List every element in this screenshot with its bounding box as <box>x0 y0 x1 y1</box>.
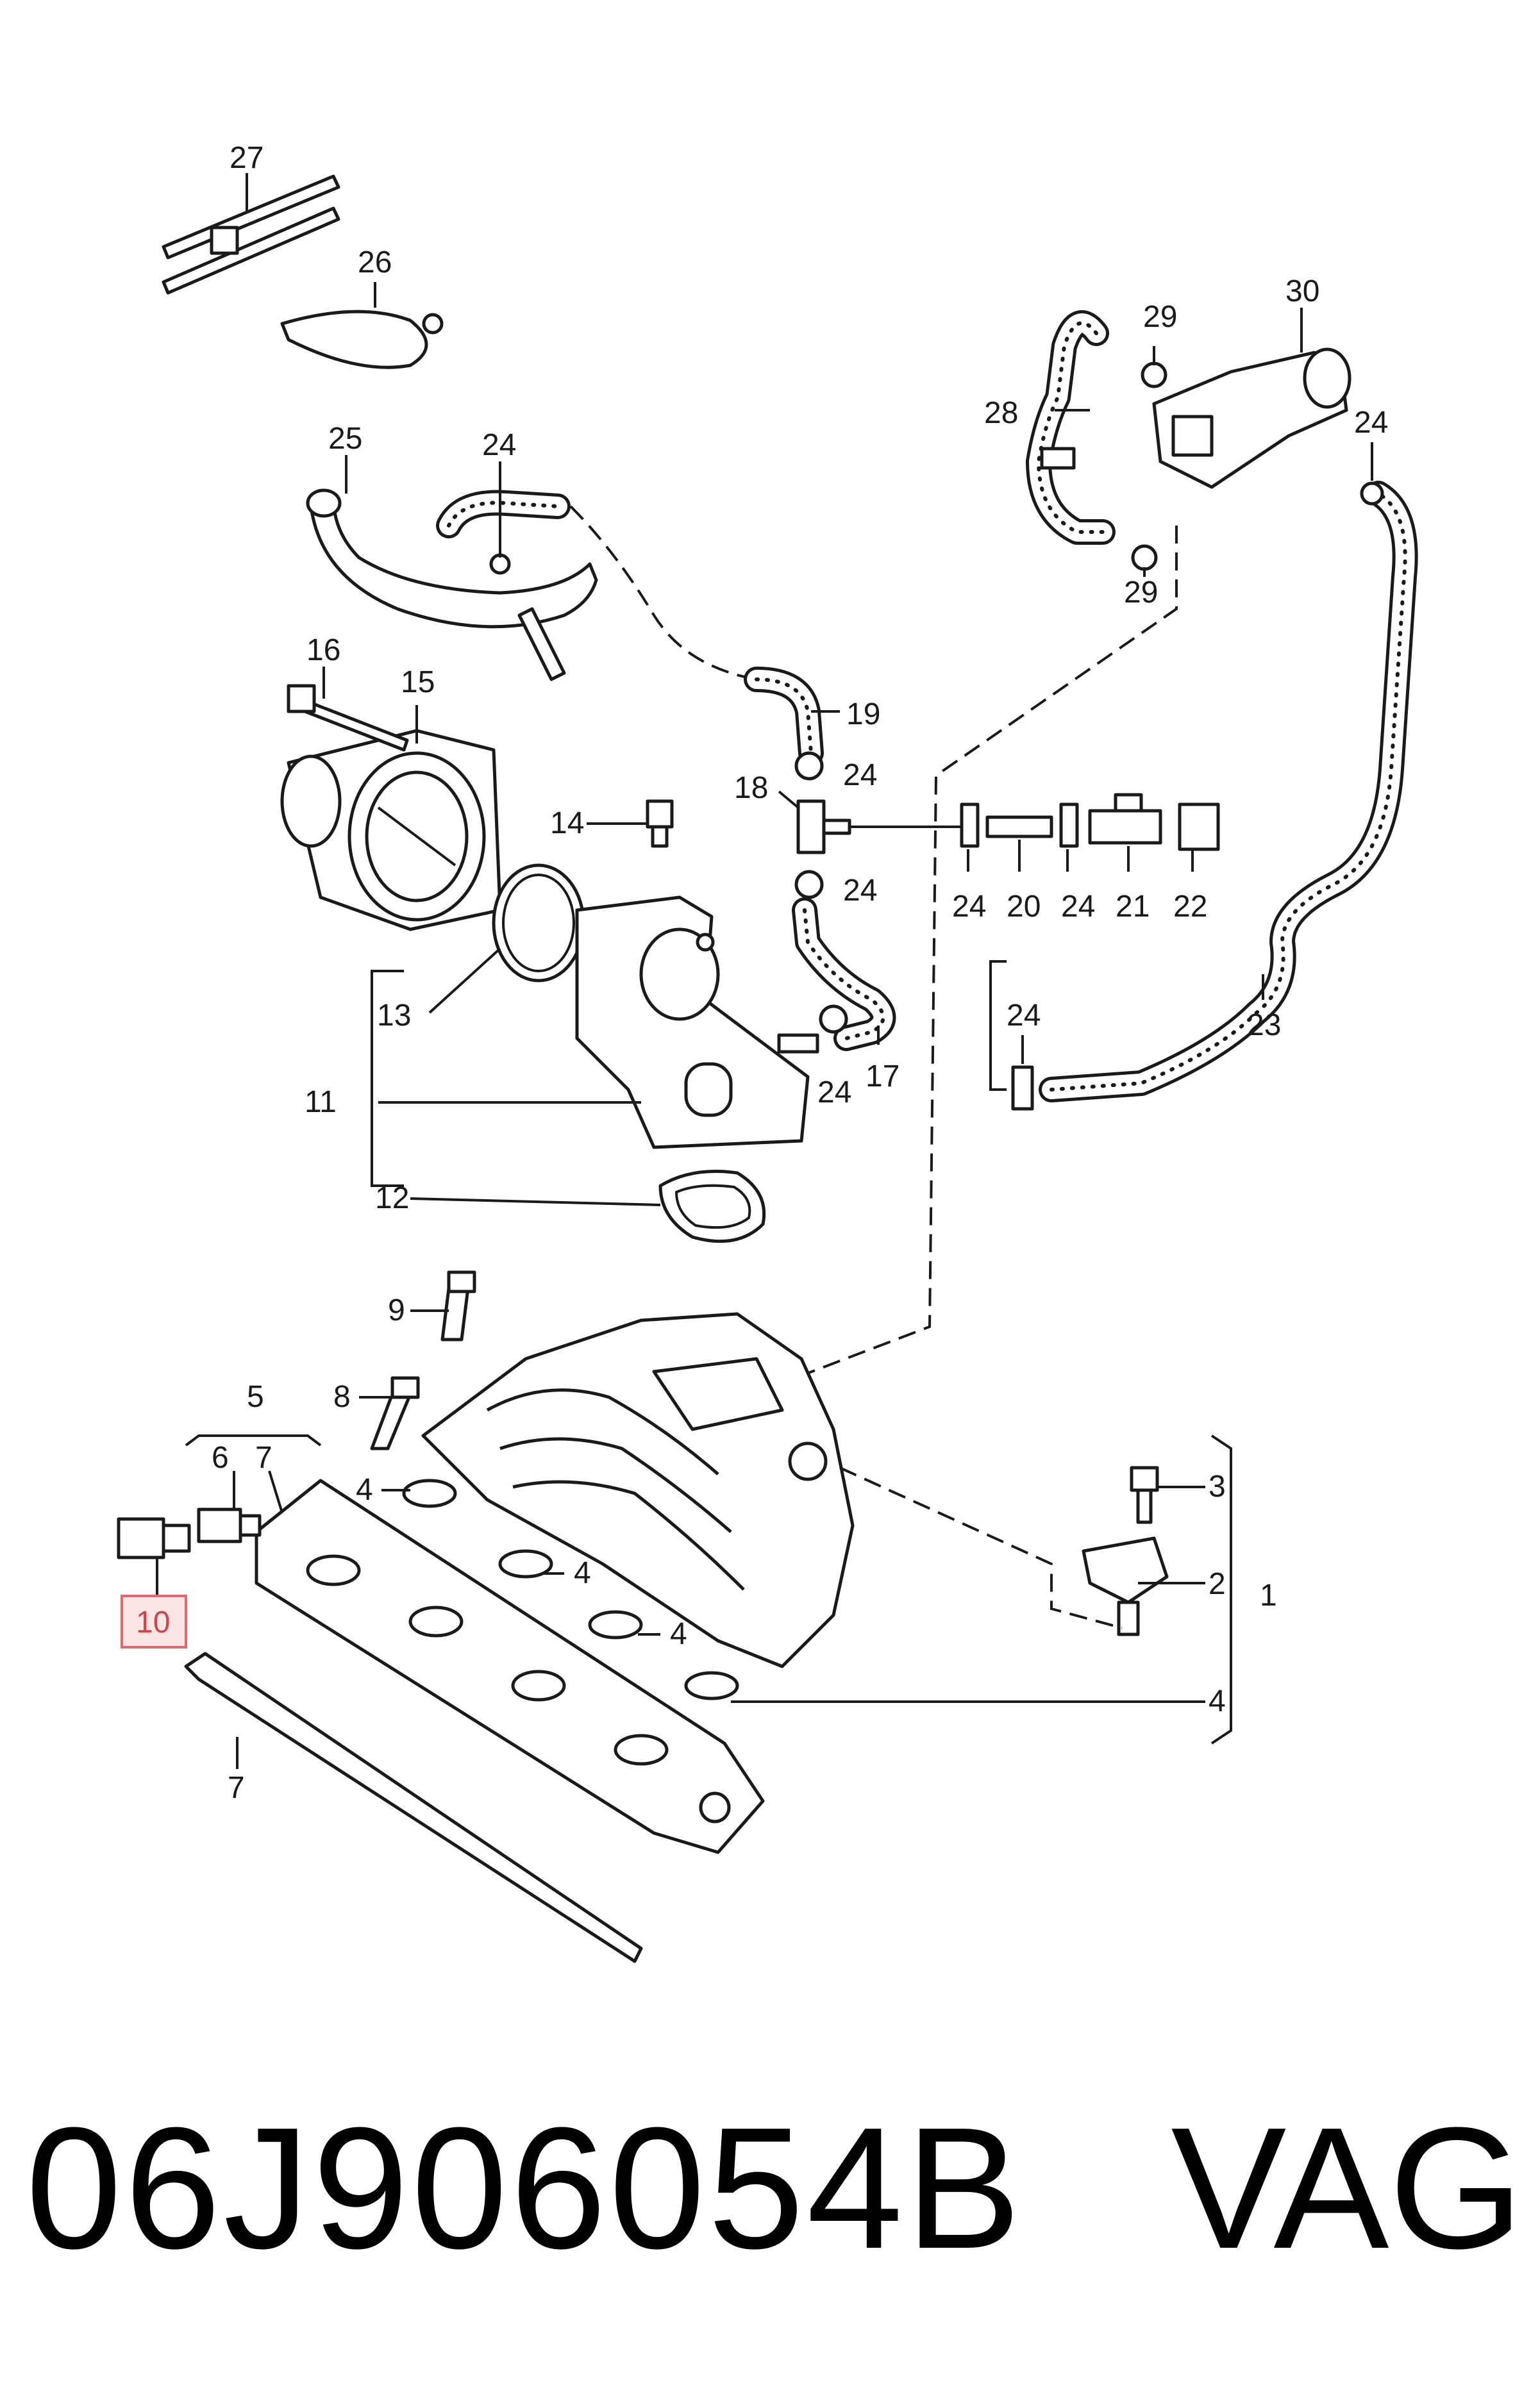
callout-labels: 27 26 25 24 16 15 14 13 11 12 19 24 18 2… <box>136 141 1388 1805</box>
callout-18: 18 <box>734 771 768 805</box>
flange-plate <box>255 1479 765 1854</box>
hose-20 <box>985 815 1053 838</box>
hose-top-24 <box>436 490 571 575</box>
part-number: 06J906054B <box>26 2092 1024 2285</box>
callout-30: 30 <box>1285 274 1319 308</box>
cap-22 <box>1178 802 1220 851</box>
gasket-12 <box>658 1170 766 1243</box>
callout-28: 28 <box>984 396 1018 430</box>
callout-4-d: 4 <box>1209 1684 1226 1718</box>
callout-5: 5 <box>247 1380 264 1414</box>
callout-24-d: 24 <box>817 1075 851 1109</box>
leader-lines <box>156 173 1373 1769</box>
sensor-10 <box>117 1517 191 1559</box>
hose-17 <box>777 897 896 1054</box>
callout-14: 14 <box>550 806 584 840</box>
callout-24-g: 24 <box>1007 999 1041 1033</box>
callout-6: 6 <box>212 1441 229 1475</box>
callout-2: 2 <box>1209 1567 1226 1601</box>
air-pipe-25 <box>306 488 598 681</box>
connector-24-row1 <box>960 802 980 848</box>
throttle-body-15 <box>280 729 502 931</box>
gaskets-4 <box>402 1479 739 1700</box>
callout-24-b: 24 <box>843 758 877 792</box>
callout-29-bottom: 29 <box>1124 576 1158 610</box>
callout-15: 15 <box>401 665 435 699</box>
callout-11: 11 <box>305 1085 337 1119</box>
hose-19 <box>744 667 824 766</box>
hose-28 <box>1026 310 1116 545</box>
callout-3: 3 <box>1209 1470 1226 1504</box>
bolt-9 <box>440 1270 476 1341</box>
callout-24-c: 24 <box>843 874 877 908</box>
clamp-26 <box>280 310 444 369</box>
bolt-14 <box>646 799 674 848</box>
connector-24-row2 <box>1059 802 1079 848</box>
highlight-box-10 <box>121 1595 187 1648</box>
callout-24-f: 24 <box>1061 890 1095 924</box>
footer: 06J906054B VAG <box>26 2083 1524 2295</box>
callout-25: 25 <box>328 422 362 456</box>
callout-4-c: 4 <box>670 1617 687 1651</box>
callout-17: 17 <box>866 1059 899 1093</box>
sensor-6 <box>197 1507 262 1543</box>
callout-20: 20 <box>1007 890 1041 924</box>
callout-23: 23 <box>1247 1008 1281 1042</box>
sensor-2 <box>1082 1536 1169 1636</box>
o-ring-13 <box>492 863 585 983</box>
callout-10: 10 <box>136 1606 170 1640</box>
clips-29 <box>1131 361 1167 571</box>
callout-1: 1 <box>1260 1579 1277 1613</box>
gasket-strip-7 <box>184 1652 643 1963</box>
valve-21 <box>1088 793 1162 845</box>
callout-12: 12 <box>375 1181 409 1215</box>
callout-21: 21 <box>1116 890 1150 924</box>
callout-4-b: 4 <box>574 1556 591 1590</box>
valve-30 <box>1152 347 1351 489</box>
clips-24-center <box>794 751 848 1034</box>
callout-22: 22 <box>1173 890 1207 924</box>
callout-7-bottom: 7 <box>228 1771 245 1805</box>
bolt-3 <box>1130 1466 1159 1524</box>
bolt-8 <box>370 1376 420 1450</box>
callout-8: 8 <box>333 1380 351 1414</box>
callout-4-a: 4 <box>356 1473 373 1507</box>
brand-name: VAG <box>1171 2092 1524 2285</box>
callout-24-h: 24 <box>1354 406 1388 440</box>
callout-29-top: 29 <box>1143 300 1177 334</box>
bolt-16 <box>287 684 409 752</box>
intake-elbow-11 <box>575 895 810 1149</box>
callout-24-e: 24 <box>952 890 986 924</box>
hose-23 <box>1011 481 1418 1111</box>
callout-19: 19 <box>846 697 880 731</box>
callout-7-top: 7 <box>255 1441 272 1475</box>
cable-tie-27 <box>162 174 340 295</box>
callout-9: 9 <box>388 1293 405 1327</box>
intake-manifold <box>421 1312 855 1668</box>
callout-26: 26 <box>358 245 392 279</box>
callout-27: 27 <box>230 141 264 175</box>
callout-16: 16 <box>306 633 340 667</box>
callout-13: 13 <box>377 999 411 1033</box>
callout-24-top: 24 <box>482 428 516 462</box>
tee-18 <box>796 799 851 854</box>
